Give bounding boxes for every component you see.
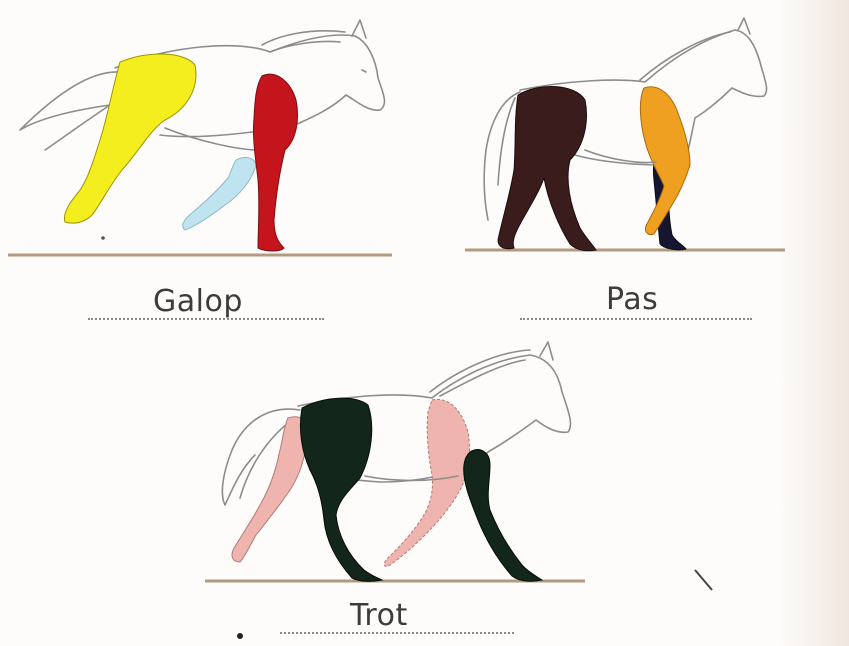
- pas-hind-leg: [498, 86, 596, 250]
- trot-fore-leg-near: [384, 399, 469, 566]
- galop-fore-leg-far: [183, 158, 256, 230]
- pas-dotted-line: [520, 318, 752, 320]
- galop-belly: [165, 128, 258, 150]
- galop-ear: [352, 20, 366, 72]
- pas-mane: [640, 32, 730, 80]
- pas-fore-leg-near: [640, 87, 690, 235]
- speck: [101, 236, 105, 240]
- trot-dotted-line: [280, 632, 514, 634]
- trot-ear: [540, 342, 553, 360]
- trot-horse: [205, 342, 585, 581]
- pas-belly: [585, 150, 656, 163]
- trot-hind-leg-near: [300, 398, 382, 581]
- pas-label: Pas: [606, 282, 658, 317]
- trot-label: Trot: [350, 598, 408, 633]
- galop-label: Galop: [153, 284, 243, 319]
- galop-horse: [8, 20, 392, 255]
- speck: [237, 633, 243, 639]
- trot-fore-leg-far: [464, 450, 542, 582]
- galop-hind-leg-near: [64, 54, 196, 223]
- galop-fore-leg-near: [253, 74, 297, 251]
- galop-dotted-line: [88, 318, 324, 320]
- pas-horse: [465, 18, 785, 251]
- speck: [695, 570, 712, 590]
